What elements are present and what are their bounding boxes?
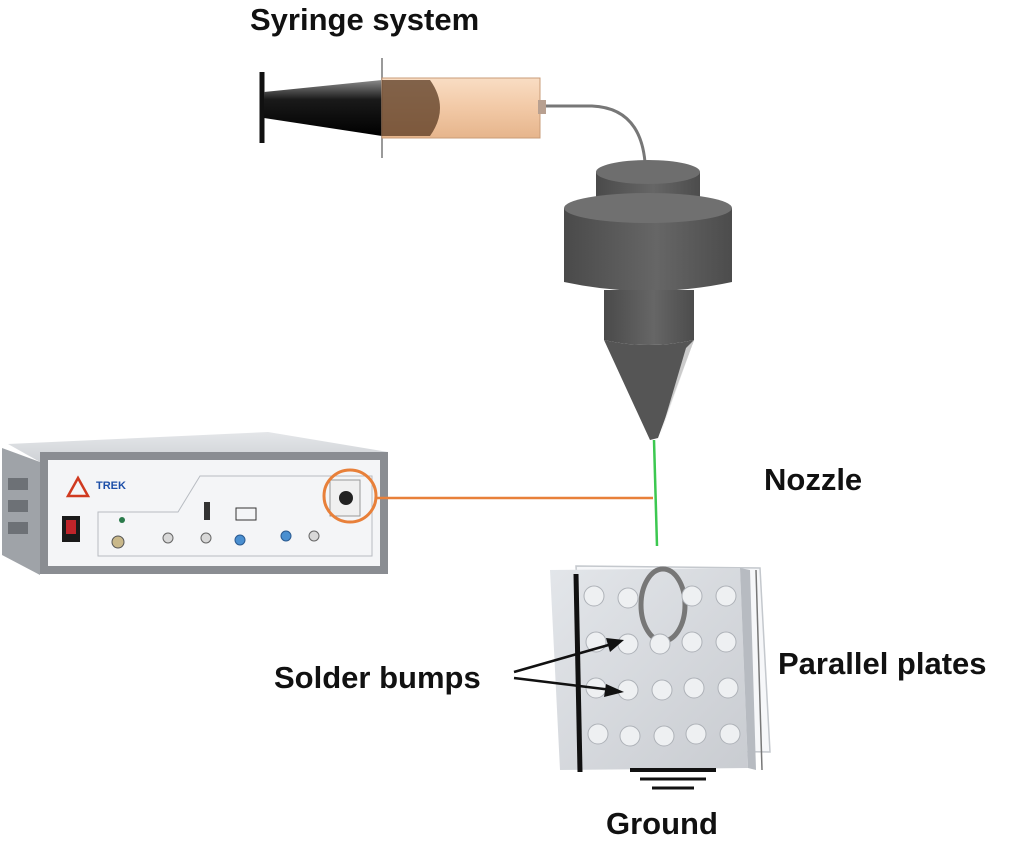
high-voltage-amplifier: TREK xyxy=(2,432,388,575)
device-vent-1 xyxy=(8,478,28,490)
device-front-panel xyxy=(48,460,380,566)
feed-tube xyxy=(546,104,647,163)
solder-bump xyxy=(649,633,671,655)
bnc-connector-6 xyxy=(308,530,320,542)
device-vent-3 xyxy=(8,522,28,534)
syringe-system-label: Syringe system xyxy=(250,2,480,37)
bnc-connector-5 xyxy=(280,530,292,542)
nozzle-flange-cap xyxy=(564,193,732,223)
control-slot-2 xyxy=(235,507,257,521)
rear-edge-line xyxy=(755,569,763,771)
solder-bump xyxy=(683,677,705,699)
nozzle-neck xyxy=(604,290,694,345)
nozzle-cone-highlight xyxy=(660,340,694,436)
solder-bump xyxy=(617,587,639,609)
hv-output-jack xyxy=(339,491,353,505)
syringe-tip xyxy=(538,100,546,114)
solder-bump xyxy=(617,679,639,701)
bnc-connector-4 xyxy=(234,534,246,546)
ground-label: Ground xyxy=(606,806,718,841)
solder-bump xyxy=(583,585,605,607)
control-slot-1 xyxy=(204,502,210,520)
output-connector-housing xyxy=(329,479,361,517)
arrow-to-bump-upper xyxy=(513,642,613,674)
front-plate-edge xyxy=(740,568,756,770)
arrowhead-lower xyxy=(604,684,624,697)
solder-bump xyxy=(651,679,673,701)
parallel-plates xyxy=(550,565,771,773)
syringe xyxy=(259,58,647,163)
ejected-jet xyxy=(652,439,659,547)
bnc-connector-2 xyxy=(162,532,174,544)
syringe-plunger-tip xyxy=(382,80,440,136)
solder-bumps-label: Solder bumps xyxy=(274,660,481,695)
solder-bump xyxy=(685,723,707,745)
solder-bump-grid xyxy=(583,585,741,747)
nozzle-flange-body xyxy=(564,208,732,291)
brand-logo-icon xyxy=(65,475,91,498)
solder-bump xyxy=(715,631,737,653)
solder-bump xyxy=(587,723,609,745)
solder-bump xyxy=(719,723,741,745)
device-vent-2 xyxy=(8,500,28,512)
brand-label: TREK xyxy=(96,480,126,492)
solder-bump xyxy=(717,677,739,699)
solder-bump xyxy=(681,631,703,653)
plate-gap-line xyxy=(573,573,583,773)
solder-bump xyxy=(619,725,641,747)
bnc-connector-3 xyxy=(200,532,212,544)
arrow-to-bump-lower xyxy=(513,676,613,692)
power-switch-rocker xyxy=(66,520,76,534)
nozzle xyxy=(564,160,732,440)
ground-symbol-icon xyxy=(630,768,716,790)
nozzle-label: Nozzle xyxy=(764,462,863,497)
parallel-plates-label: Parallel plates xyxy=(778,646,987,681)
solder-bump-arrows xyxy=(513,638,624,697)
solder-bump xyxy=(617,633,639,655)
solder-bump xyxy=(653,725,675,747)
nozzle-top-cylinder-cap xyxy=(596,160,700,184)
device-panel-section-outline xyxy=(97,475,373,557)
solder-bump xyxy=(715,585,737,607)
front-plate xyxy=(550,568,748,770)
output-highlight-circle xyxy=(322,468,378,524)
nozzle-cone xyxy=(604,340,694,440)
bnc-connector-1 xyxy=(111,535,125,549)
arrowhead-upper xyxy=(606,638,624,652)
solder-bump xyxy=(681,585,703,607)
status-led xyxy=(119,517,125,523)
